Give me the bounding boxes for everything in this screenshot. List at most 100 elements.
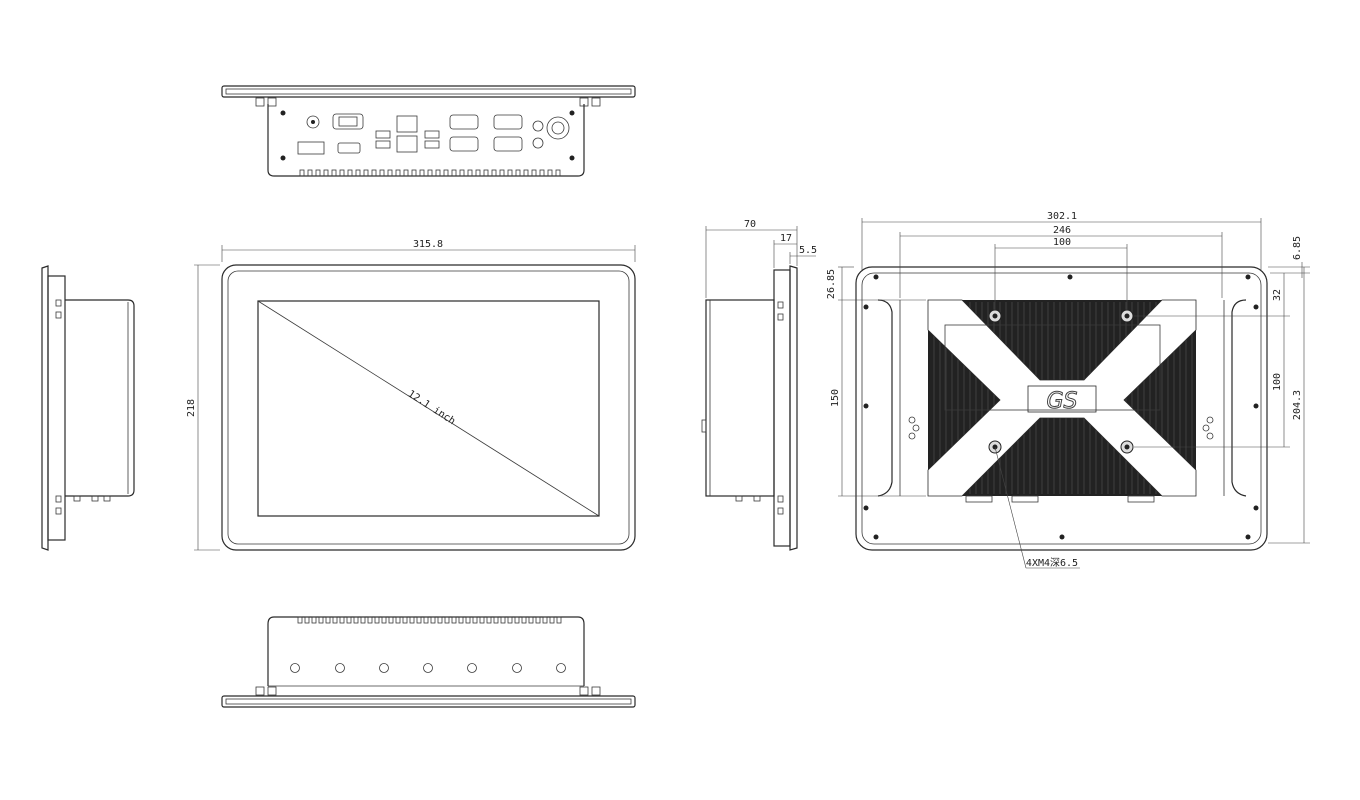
vent-slot <box>542 616 548 624</box>
vent-slot <box>323 169 329 177</box>
vent-slot <box>555 169 561 177</box>
vent-slot <box>411 169 417 177</box>
side-bezel-label: 17 <box>780 233 792 244</box>
vent-slot <box>451 169 457 177</box>
vent-slot <box>451 616 457 624</box>
vent-slot <box>347 169 353 177</box>
vent-slot <box>465 616 471 624</box>
screw-hole <box>1253 403 1259 409</box>
mount-hole <box>379 663 389 673</box>
vent-slot <box>547 169 553 177</box>
vent-slot <box>403 169 409 177</box>
vent-slot <box>318 616 324 624</box>
vent-slot <box>444 616 450 624</box>
vent-slot <box>304 616 310 624</box>
vent-slot <box>435 169 441 177</box>
vent-slot <box>483 169 489 177</box>
vent-slot <box>325 616 331 624</box>
vent-slot <box>556 616 562 624</box>
vent-slot <box>521 616 527 624</box>
vent-slot <box>395 169 401 177</box>
screw-hole <box>1059 534 1065 540</box>
vent-slot <box>459 169 465 177</box>
screw-hole <box>863 304 869 310</box>
vent-slot <box>539 169 545 177</box>
vent-slot <box>437 616 443 624</box>
vent-slot <box>307 169 313 177</box>
front-view: 315.8 218 12.1 inch <box>186 239 636 551</box>
mount-hole <box>423 663 433 673</box>
vent-slot <box>528 616 534 624</box>
vent-slot <box>388 616 394 624</box>
vent-slot <box>346 616 352 624</box>
vent-slot <box>549 616 555 624</box>
vent-slot <box>467 169 473 177</box>
screw-hole <box>1253 505 1259 511</box>
rear-mount-outer-label: 246 <box>1053 225 1071 236</box>
vent-slot <box>363 169 369 177</box>
mount-hole <box>556 663 566 673</box>
vent-slot <box>507 169 513 177</box>
vent-slot <box>458 616 464 624</box>
vent-slot <box>331 169 337 177</box>
vent-slot <box>339 169 345 177</box>
vent-slot <box>472 616 478 624</box>
front-width-label: 315.8 <box>413 239 443 250</box>
vent-slot <box>311 616 317 624</box>
vent-slot <box>416 616 422 624</box>
vent-slot <box>443 169 449 177</box>
screw-hole <box>873 534 879 540</box>
rear-mount-height-label: 150 <box>830 389 841 407</box>
top-view <box>221 85 636 177</box>
vent-slot <box>500 616 506 624</box>
vent-slot <box>381 616 387 624</box>
side-lip-label: 5.5 <box>799 245 817 256</box>
screen-size-label: 12.1 inch <box>406 389 457 428</box>
screw-hole <box>1245 274 1251 280</box>
side-depth-label: 70 <box>744 219 756 230</box>
mount-hole <box>290 663 300 673</box>
vent-slot <box>430 616 436 624</box>
vent-slot <box>339 616 345 624</box>
front-height-label: 218 <box>186 399 197 417</box>
vent-slot <box>427 169 433 177</box>
vent-slot <box>491 169 497 177</box>
vent-slot <box>499 169 505 177</box>
vent-slot <box>531 169 537 177</box>
vent-slot <box>299 169 305 177</box>
vent-slot <box>514 616 520 624</box>
left-side-view <box>41 265 135 551</box>
mount-hole <box>512 663 522 673</box>
rear-overall-height-label: 204.3 <box>1292 390 1303 420</box>
vent-slot <box>486 616 492 624</box>
screw-hole <box>1245 534 1251 540</box>
screw-hole <box>863 403 869 409</box>
screw-hole <box>1067 274 1073 280</box>
screw-hole <box>873 274 879 280</box>
vent-slot <box>523 169 529 177</box>
rear-vesa-height-label: 100 <box>1272 373 1283 391</box>
vent-slot <box>374 616 380 624</box>
vent-slot <box>315 169 321 177</box>
vent-slot <box>479 616 485 624</box>
mount-hole <box>467 663 477 673</box>
rear-overall-width-label: 302.1 <box>1047 211 1077 222</box>
vent-slot <box>402 616 408 624</box>
vent-slot <box>535 616 541 624</box>
vent-slot <box>419 169 425 177</box>
screw-hole <box>863 505 869 511</box>
right-side-view: 70 17 5.5 <box>701 219 817 551</box>
bottom-view <box>221 616 636 708</box>
vent-slot <box>409 616 415 624</box>
rear-top-offset-label: 26.85 <box>826 269 837 299</box>
vent-slot <box>493 616 499 624</box>
vent-slot <box>332 616 338 624</box>
vent-slot <box>297 616 303 624</box>
vent-slot <box>395 616 401 624</box>
screw-hole <box>1253 304 1259 310</box>
rear-vesa-width-label: 100 <box>1053 237 1071 248</box>
vent-slot <box>379 169 385 177</box>
vent-slot <box>371 169 377 177</box>
vent-slot <box>507 616 513 624</box>
